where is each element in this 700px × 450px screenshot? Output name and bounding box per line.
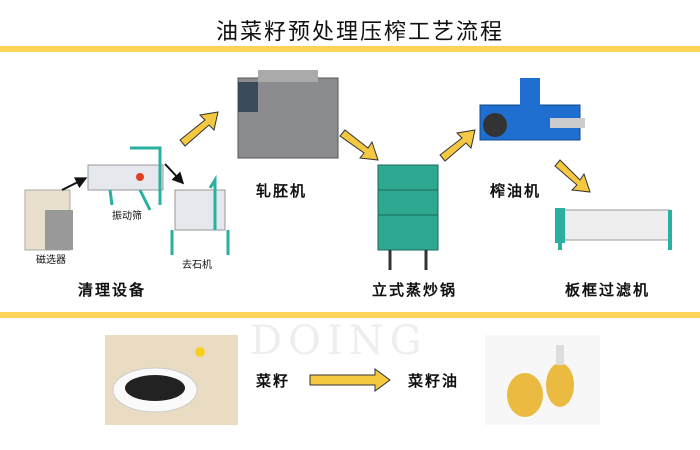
oil-press-image [479, 78, 585, 141]
watermark: DOING [250, 318, 428, 364]
filter-press-label: 板框过滤机 [565, 281, 651, 299]
oil-press-label: 榨油机 [490, 182, 542, 200]
rapeseed-oil-image [485, 335, 600, 425]
rapeseed-image [105, 335, 238, 425]
arrow-icon [554, 159, 591, 193]
magnetic-separator-image [24, 189, 73, 251]
rapeseed-label: 菜籽 [256, 372, 291, 390]
destoner-image [170, 174, 230, 255]
rapeseed-oil-label: 菜籽油 [408, 372, 460, 390]
page-title: 油菜籽预处理压榨工艺流程 [215, 20, 504, 45]
cooker-label: 立式蒸炒锅 [372, 281, 458, 299]
magnetic-separator-label: 磁选器 [36, 255, 66, 266]
arrow-icon [61, 177, 88, 191]
flaking-mill-label: 轧胚机 [256, 182, 308, 200]
arrow-icon [339, 129, 379, 161]
arrow-icon [179, 111, 219, 147]
flaking-mill-image [237, 70, 339, 159]
destoner-label: 去石机 [182, 260, 212, 271]
filter-press-image [555, 208, 672, 250]
cleaning-equipment-label: 清理设备 [78, 281, 147, 299]
vibrating-screen-image [87, 146, 164, 211]
cooker-image [377, 164, 439, 270]
arrow-icon [309, 368, 391, 392]
arrow-icon [439, 129, 476, 162]
middle-divider [0, 312, 700, 318]
top-divider [0, 46, 700, 52]
arrow-icon [164, 163, 185, 185]
vibrating-screen-label: 振动筛 [112, 211, 142, 222]
